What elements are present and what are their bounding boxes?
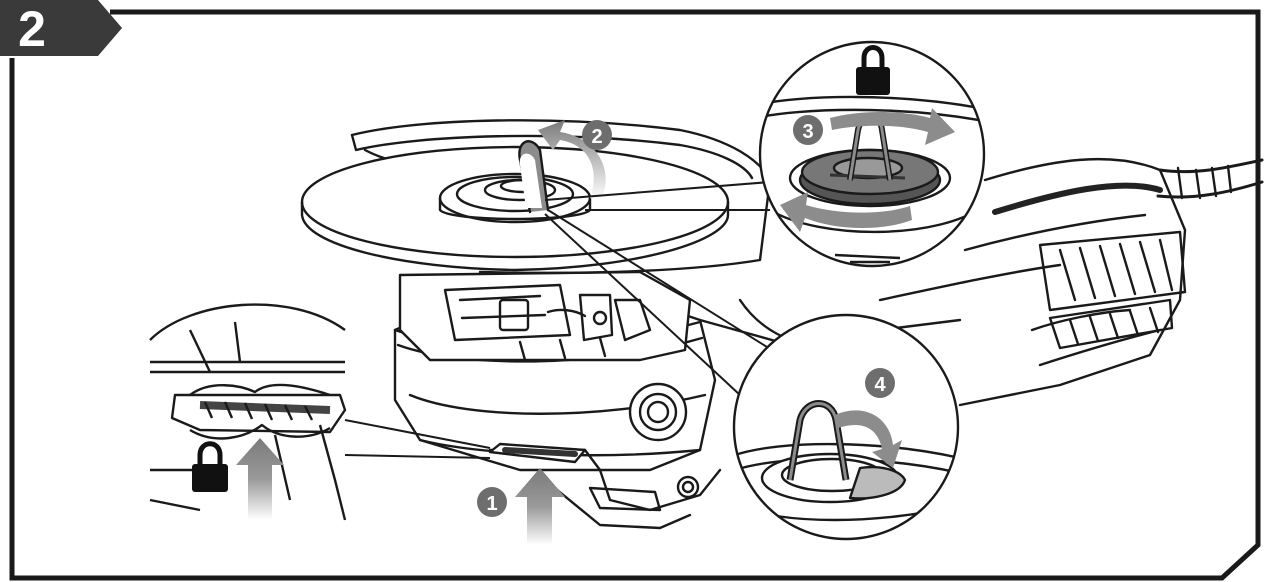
frame-border <box>9 9 1261 581</box>
angle-grinder-illustration <box>300 119 1264 530</box>
step-3-marker: 3 <box>793 115 823 145</box>
step-1-number: 1 <box>486 493 497 515</box>
up-arrow-icon <box>515 468 565 545</box>
panel-number: 2 <box>18 1 46 57</box>
step-2-number: 2 <box>591 126 602 148</box>
step-4-number: 4 <box>874 374 886 396</box>
panel-number-badge: 2 <box>0 0 122 57</box>
curved-arrow-icon <box>538 120 606 200</box>
step-1-marker: 1 <box>477 487 507 517</box>
lock-icon <box>192 441 228 492</box>
step-2-marker: 2 <box>582 120 612 150</box>
zoom-circle-spindle-lock <box>149 303 491 521</box>
step-3-number: 3 <box>802 121 813 143</box>
rotate-arrows-icon <box>780 108 955 232</box>
up-arrow-icon <box>236 438 284 520</box>
step-4-marker: 4 <box>865 368 895 398</box>
zoom-circle-clamping-nut <box>544 40 986 268</box>
lock-icon <box>856 45 890 95</box>
zoom-circle-nut-check <box>544 209 960 541</box>
